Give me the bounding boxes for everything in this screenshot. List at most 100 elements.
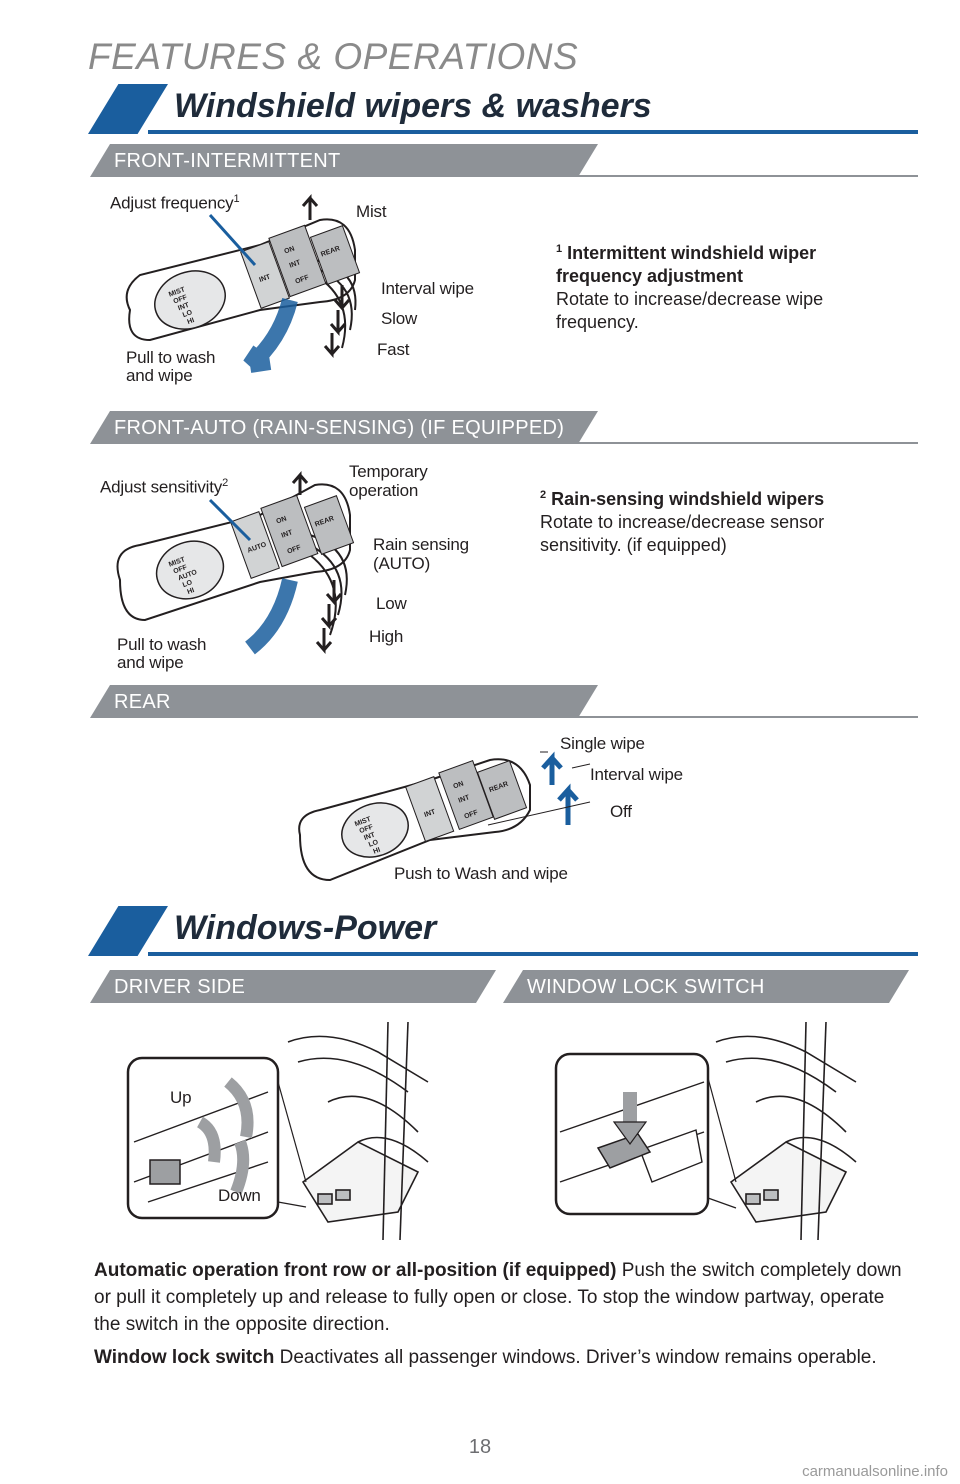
- banner-accent: [88, 906, 168, 956]
- knob-text-0: ON: [283, 245, 295, 255]
- label-interval-wipe: Interval wipe: [590, 765, 683, 784]
- knob-text-1: INT: [289, 259, 303, 270]
- sub-banner-label: FRONT-AUTO (RAIN-SENSING) (IF EQUIPPED): [114, 417, 565, 439]
- label-line: and wipe: [117, 653, 184, 672]
- up-arrow-outer: [224, 1077, 254, 1139]
- sub-banner-bar: [503, 970, 909, 1003]
- up-arrow-inner: [196, 1116, 221, 1163]
- knob: [260, 494, 319, 568]
- band-text: INT: [258, 273, 272, 284]
- knob-text-2: OFF: [294, 274, 310, 286]
- section-title-wipers: Windshield wipers & washers: [174, 87, 652, 125]
- ring-text-1: OFF: [173, 294, 189, 306]
- label-pull-to-wash: Pull to wash and wipe: [126, 349, 215, 385]
- label-interval-wipe: Interval wipe: [381, 279, 474, 298]
- paragraph-body: Deactivates all passenger windows. Drive…: [274, 1347, 877, 1368]
- label-slow: Slow: [381, 309, 418, 328]
- interval-band: [240, 241, 290, 309]
- down-arrow: [230, 1139, 250, 1195]
- window-lock-switch-illustration: [554, 1021, 857, 1241]
- callout-leader: [707, 1077, 737, 1183]
- label-line: Pull to wash: [126, 348, 216, 367]
- sub-banner-line: [578, 716, 918, 718]
- sub-banner-bar: [90, 970, 496, 1003]
- footer-watermark: carmanualsonline.info: [802, 1463, 948, 1480]
- interval-arrow: [557, 783, 579, 825]
- wiper-ring: [154, 270, 226, 330]
- label-line: Rain sensing: [373, 535, 469, 554]
- section-title-windows: Windows-Power: [174, 909, 437, 947]
- sub-banner-front-intermittent: FRONT-INTERMITTENT: [90, 144, 918, 177]
- adjust-pointer: [208, 498, 252, 542]
- banner-rule: [148, 130, 918, 134]
- label-single-wipe: Single wipe: [560, 734, 645, 753]
- sub-banner-rear: REAR: [90, 685, 918, 718]
- ring-text-1: OFF: [359, 824, 375, 836]
- ring-text-3: LO: [182, 579, 194, 589]
- window-switch: [149, 1159, 181, 1185]
- knob-text-1: INT: [458, 794, 472, 805]
- ring-text-4: HI: [372, 847, 381, 856]
- driver-window-switch-illustration: [126, 1021, 429, 1241]
- sub-banner-bar: [90, 411, 598, 444]
- sub-banner-driver-side: DRIVER SIDE: [90, 970, 500, 1003]
- adjust-pointer: [208, 213, 257, 267]
- auto-arrow: [325, 580, 343, 606]
- footnote-mark: 2: [222, 477, 228, 489]
- rear-knob: [303, 495, 355, 555]
- footnote-mark: 1: [556, 243, 563, 255]
- band-text: INT: [423, 808, 437, 819]
- ring-text-4: HI: [186, 587, 195, 596]
- interval-band: [405, 776, 455, 843]
- sub-banner-line: [578, 442, 918, 444]
- sensitivity-band: [230, 511, 280, 579]
- sub-banner-bar: [90, 685, 598, 718]
- callout-leader: [707, 1197, 737, 1209]
- sub-banner-label: FRONT-INTERMITTENT: [114, 150, 341, 172]
- note-rain-sensing: 2 Rain-sensing windshield wipers Rotate …: [540, 484, 870, 557]
- knob-text-0: ON: [452, 780, 464, 790]
- ring-text-4: HI: [186, 317, 195, 326]
- footnote-mark: 1: [233, 193, 240, 205]
- sub-banner-label: WINDOW LOCK SWITCH: [527, 976, 765, 998]
- low-arrow: [320, 604, 338, 630]
- note-intermittent: 1 Intermittent windshield wiper frequenc…: [556, 238, 886, 334]
- knob-text-2: OFF: [286, 544, 302, 556]
- front-intermittent-stalk-illustration: MIST OFF INT LO HI INT ON INT OFF REAR: [125, 194, 361, 373]
- sub-banner-label: DRIVER SIDE: [114, 976, 246, 998]
- label-line: operation: [349, 481, 419, 500]
- press-arrow-head: [612, 1121, 648, 1146]
- pull-arrow: [243, 297, 298, 373]
- rear-knob: [476, 760, 528, 820]
- sub-banner-label: REAR: [114, 691, 171, 713]
- label-pull-to-wash: Pull to wash and wipe: [117, 636, 206, 672]
- high-arrow: [315, 628, 333, 654]
- page-number: 18: [468, 1436, 492, 1458]
- ring-text-2: INT: [177, 302, 191, 313]
- footnote-mark: 2: [540, 489, 547, 501]
- label-push-to-wash: Push to Wash and wipe: [394, 864, 568, 883]
- label-line: (AUTO): [373, 554, 431, 573]
- pull-arrow: [244, 578, 298, 655]
- tick-mark: [571, 763, 591, 769]
- slow-arrow: [329, 310, 347, 336]
- fast-arrow: [323, 333, 341, 358]
- label-high: High: [369, 627, 404, 646]
- mist-arrow: [301, 194, 319, 220]
- rear-stalk-illustration: MIST OFF INT LO HI INT ON INT OFF REAR: [298, 751, 591, 882]
- sub-banner-front-auto: FRONT-AUTO (RAIN-SENSING) (IF EQUIPPED): [90, 411, 918, 444]
- note-title: Intermittent windshield wiper frequency …: [556, 243, 817, 286]
- front-auto-stalk-illustration: MIST OFF AUTO LO HI AUTO ON INT OFF REAR: [116, 471, 355, 655]
- label-adjust-sensitivity: Adjust sensitivity2: [100, 477, 228, 498]
- label-text: Adjust frequency: [110, 193, 234, 213]
- paragraph-heading: Automatic operation front row or all-pos…: [94, 1260, 617, 1281]
- interval-arrow: [333, 285, 351, 312]
- label-text: Adjust sensitivity: [100, 477, 223, 497]
- ring-text-3: LO: [182, 309, 194, 319]
- lock-switch: [596, 1133, 652, 1169]
- tick-mark: [487, 801, 591, 826]
- wiper-ring: [341, 802, 409, 858]
- sub-banner-window-lock: WINDOW LOCK SWITCH: [503, 970, 913, 1003]
- ring-text-1: OFF: [173, 564, 189, 576]
- label-mist: Mist: [356, 202, 387, 221]
